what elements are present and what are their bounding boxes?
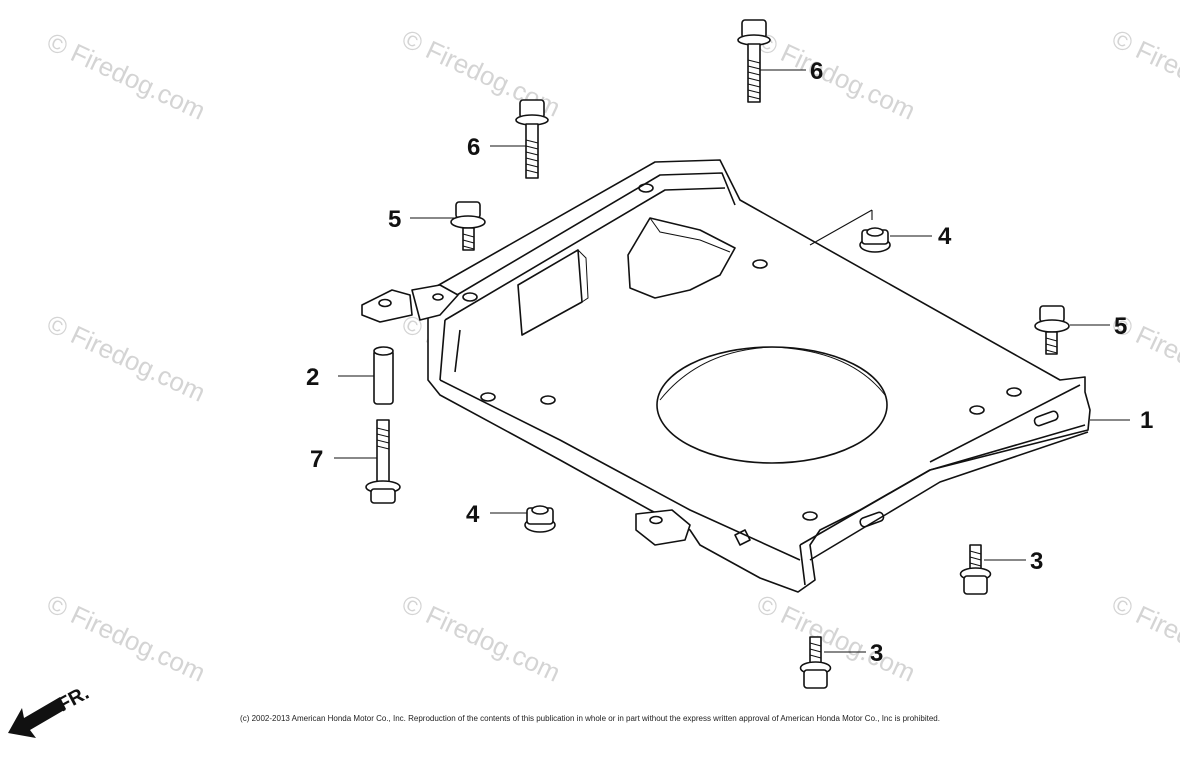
callout-5: 5 <box>1114 313 1127 340</box>
watermark: © Firedog.com <box>397 588 565 687</box>
callout-5: 5 <box>388 206 401 233</box>
watermark: © Firedog.com <box>42 308 210 407</box>
watermark: © Firedog.com <box>42 588 210 687</box>
bolt-3-upper <box>959 544 992 595</box>
bolt-7 <box>365 419 401 504</box>
callout-3: 3 <box>1030 548 1043 575</box>
callout-4: 4 <box>466 501 480 528</box>
callout-2: 2 <box>306 364 319 391</box>
callout-4: 4 <box>938 223 952 250</box>
watermark: © Firedog.com <box>42 26 210 125</box>
watermark: © Firedog.com <box>752 588 920 687</box>
nut-4-lower <box>524 505 556 533</box>
bolt-6-upper <box>737 19 771 103</box>
callout-7: 7 <box>310 446 323 473</box>
watermark: © Firedog.com <box>1107 23 1180 122</box>
base-plate <box>361 159 1091 593</box>
watermark: © Firedog.com <box>1107 588 1180 687</box>
callouts: 1 2 3 3 4 4 5 5 6 6 7 <box>306 58 1153 667</box>
bolt-5-left <box>450 201 486 251</box>
callout-6: 6 <box>810 58 823 85</box>
callout-6: 6 <box>467 134 480 161</box>
bolt-6-lower <box>515 99 549 179</box>
bolt-5-right <box>1034 305 1070 355</box>
bolt-3-lower <box>799 636 832 689</box>
watermark: © Firedog.com <box>752 26 920 125</box>
direction-arrow-icon <box>8 697 66 738</box>
front-direction-indicator: FR. <box>8 682 93 738</box>
copyright-notice: (c) 2002-2013 American Honda Motor Co., … <box>240 714 940 723</box>
callout-1: 1 <box>1140 407 1153 434</box>
leader-lines <box>334 69 1130 653</box>
nut-4-upper <box>859 227 891 253</box>
spacer-2 <box>373 346 394 405</box>
callout-3: 3 <box>870 640 883 667</box>
